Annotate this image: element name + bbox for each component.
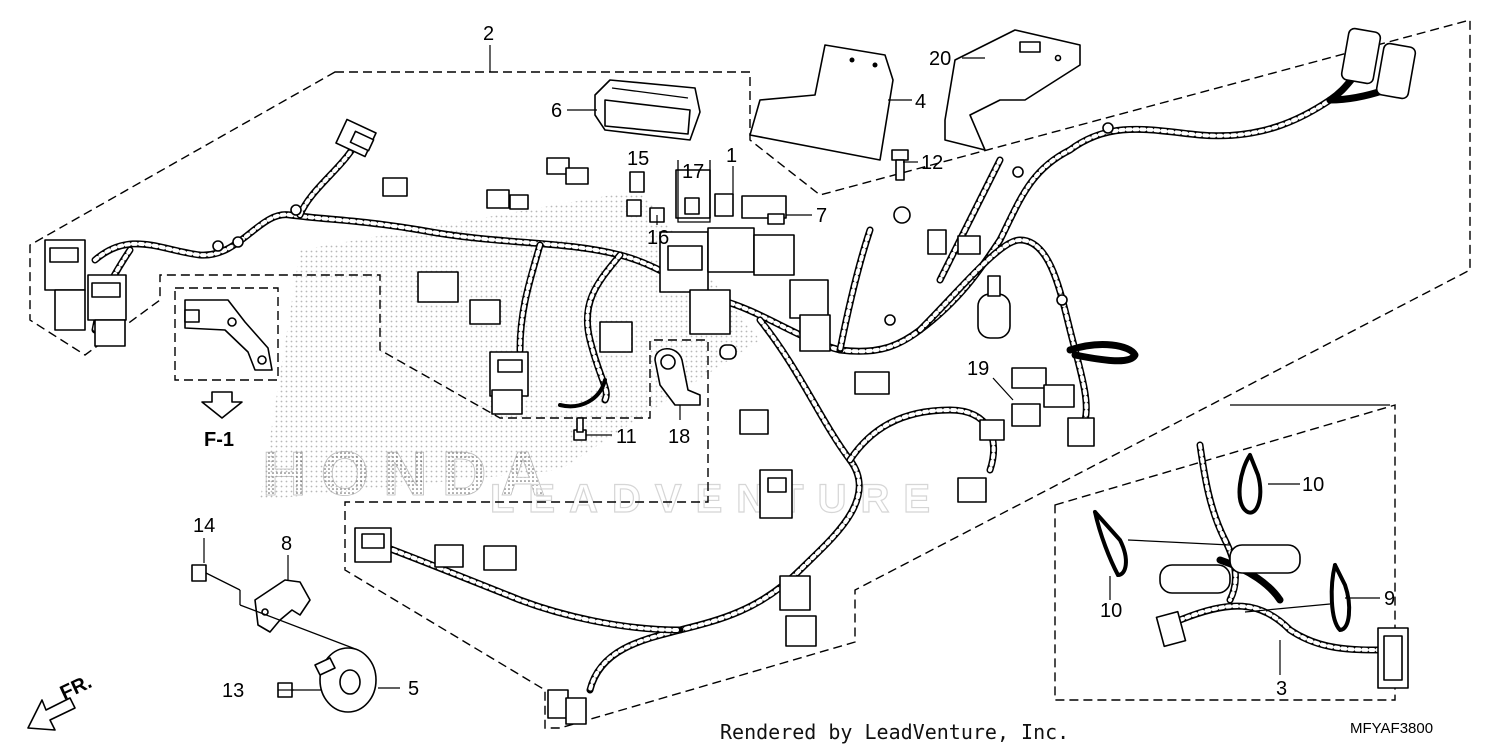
part-bolt-12 [891,149,909,181]
diagram-code: MFYAF3800 [1350,720,1433,737]
callout-19: 19 [967,358,989,380]
part-bracket-8 [239,579,359,651]
pad-hole [872,62,878,68]
callout-8: 8 [281,533,292,555]
sub-harness-3 [1155,441,1409,689]
watermark-brand: HONDA [262,440,559,509]
callout-4: 4 [915,91,926,113]
harness-frame [29,19,1471,729]
view-ref-label: F-1 [204,429,234,451]
callout-3: 3 [1276,678,1287,700]
callout-2: 2 [483,23,494,45]
relays-group [626,169,787,225]
front-direction-label: FR. [57,671,95,705]
leader-lines [203,45,1380,691]
watermark: HONDA LEADVENTURE [260,190,944,522]
callout-11: 11 [616,426,637,448]
callout-10-top: 10 [1302,474,1324,496]
callout-13: 13 [222,680,244,702]
callout-7: 7 [816,205,827,227]
pad-hole [849,57,855,63]
part-pad [749,44,894,161]
callout-15: 15 [627,148,649,170]
callout-20: 20 [929,48,951,70]
bracket-detail-frame [174,287,279,381]
callout-1: 1 [726,145,737,167]
part-plate [944,29,1081,151]
callout-18: 18 [668,426,690,448]
bracket-detail-part [184,299,273,371]
subharness-frame [1054,404,1396,701]
ground-terminal [893,206,911,224]
callout-12: 12 [921,152,943,174]
callout-6: 6 [551,100,562,122]
part-bolt-14 [191,564,241,591]
callout-5: 5 [408,678,419,700]
render-credit: Rendered by LeadVenture, Inc. [720,720,1069,744]
callout-14: 14 [193,515,215,537]
part-clamp-18 [654,347,701,406]
harness-connectors [44,27,1417,725]
relay-bracket [677,160,711,223]
callout-17: 17 [682,161,704,183]
callout-16: 16 [647,227,669,249]
callout-9: 9 [1384,588,1395,610]
view-arrow-icon [201,391,243,419]
callout-10-left: 10 [1100,600,1122,622]
callout-numbers: 2 6 4 20 12 15 17 1 16 7 11 18 19 14 8 1… [193,23,1395,702]
part-horn [314,647,377,713]
part-fuse-box [594,79,701,141]
watermark-vendor: LEADVENTURE [490,477,944,521]
front-direction-indicator: FR. [27,671,95,731]
